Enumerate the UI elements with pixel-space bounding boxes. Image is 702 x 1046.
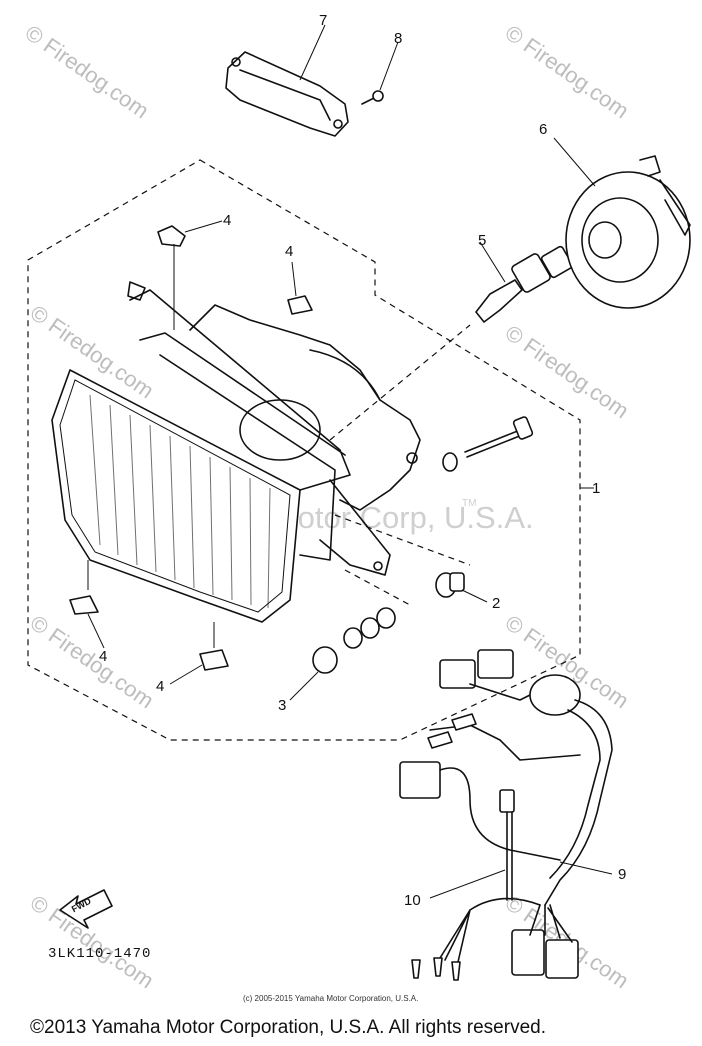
connector xyxy=(477,649,514,679)
callout-3: 3 xyxy=(278,697,287,714)
copyright-footer: ©2013 Yamaha Motor Corporation, U.S.A. A… xyxy=(30,1017,546,1038)
part-5-bulb xyxy=(475,241,574,323)
callout-4: 4 xyxy=(99,648,108,665)
callout-7: 7 xyxy=(319,12,328,29)
callout-6: 6 xyxy=(539,121,548,138)
callout-4: 4 xyxy=(156,678,165,695)
align-line xyxy=(344,569,411,606)
part-8-screw xyxy=(361,41,399,105)
align-line xyxy=(334,514,471,566)
callout-8: 8 xyxy=(394,30,403,47)
small-copyright: (c) 2005-2015 Yamaha Motor Corporation, … xyxy=(243,994,419,1003)
wiring-harness xyxy=(399,649,613,981)
connector xyxy=(545,939,579,979)
part-2-socket xyxy=(435,572,488,603)
callout-2: 2 xyxy=(492,595,501,612)
connector xyxy=(399,761,441,799)
part-code: 3LK110-1470 xyxy=(48,946,152,962)
watermark-tm: TM xyxy=(462,498,477,509)
part-3-grommet xyxy=(289,607,396,701)
part-6-cover xyxy=(553,137,691,309)
part-7-lamp xyxy=(225,24,349,137)
callout-5: 5 xyxy=(478,232,487,249)
headlight-lens xyxy=(51,369,301,623)
align-line xyxy=(329,324,471,441)
part-4-clips xyxy=(69,220,313,685)
connector xyxy=(439,659,476,689)
fwd-arrow-icon xyxy=(59,889,113,929)
adjuster-screw xyxy=(442,416,534,472)
headlight-housing xyxy=(127,281,421,576)
callout-1: 1 xyxy=(592,480,601,497)
callout-4: 4 xyxy=(285,243,294,260)
callout-4: 4 xyxy=(223,212,232,229)
connector xyxy=(511,929,545,976)
callout-9: 9 xyxy=(618,866,627,883)
callout-10: 10 xyxy=(404,892,421,909)
